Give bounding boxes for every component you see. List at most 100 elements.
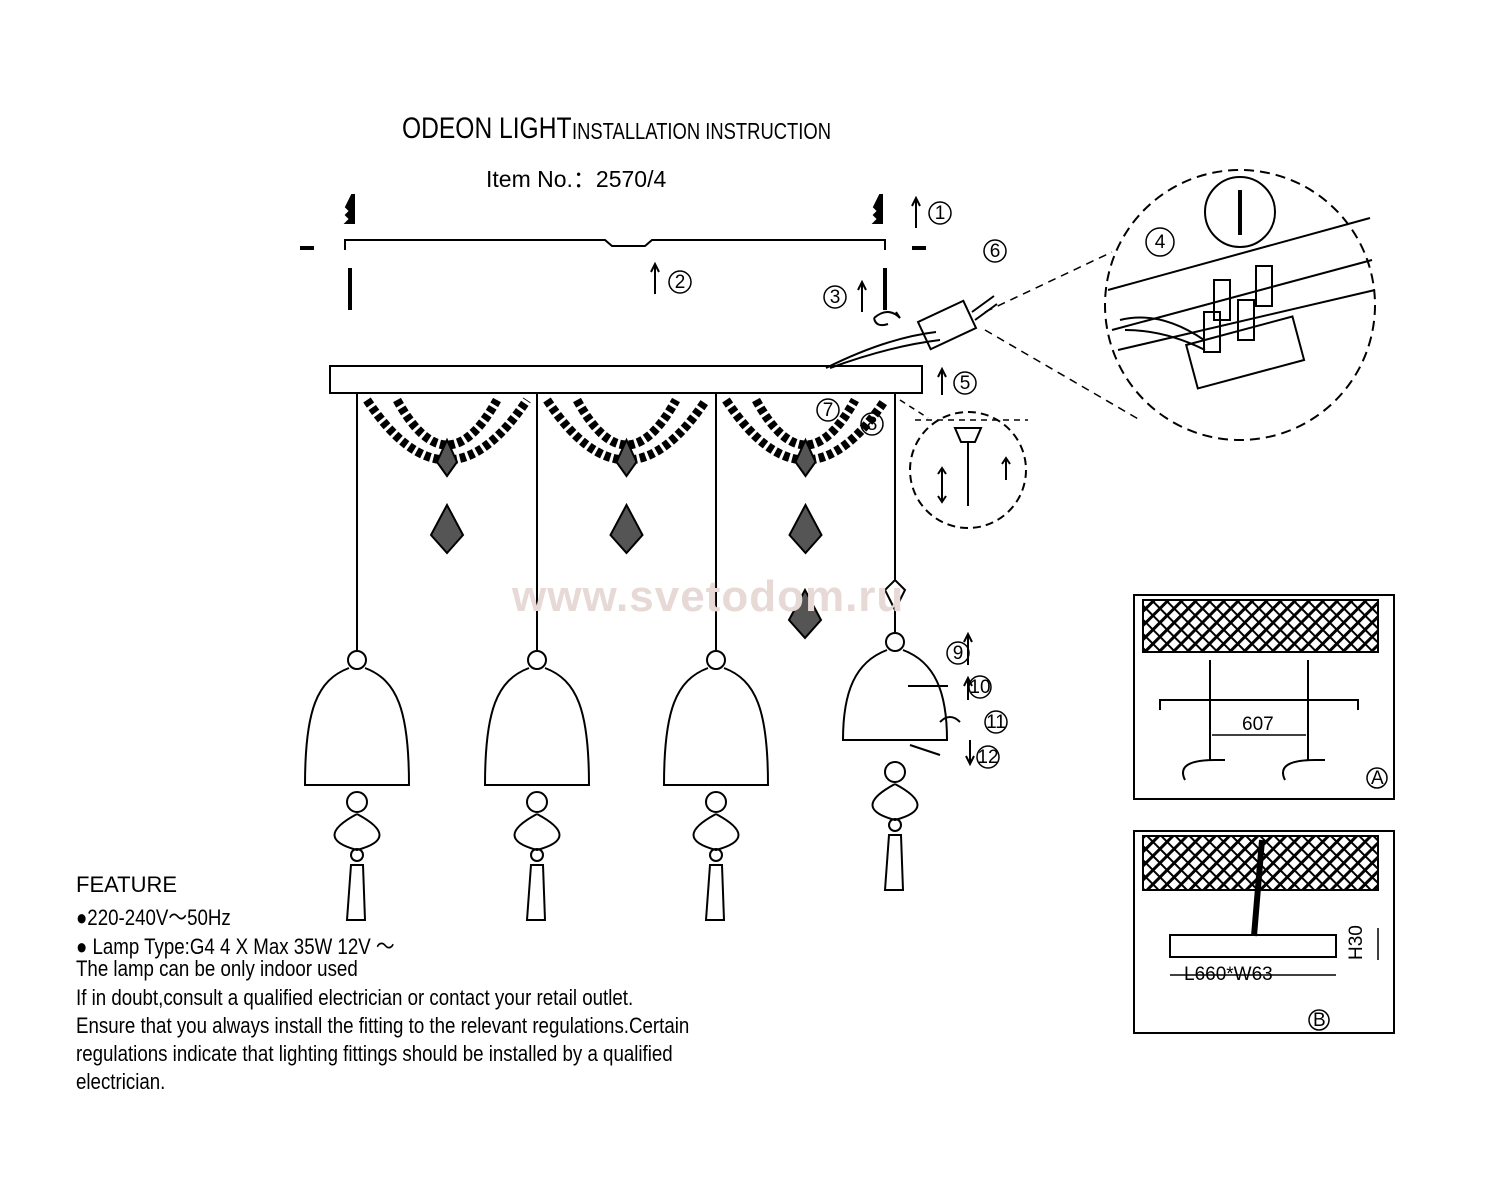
detail-b-panel [1133,830,1395,1034]
dimension-length-width: L660*W63 [1184,964,1273,985]
step-circle [946,641,970,665]
crystal-drop [435,437,459,478]
step-number: 2 [675,272,686,293]
terminal-block [825,251,1141,421]
lamp-shade [841,649,949,741]
crystal-drop [794,437,817,478]
lamp-shade [483,667,591,786]
step-circle [823,285,847,309]
step-circle [968,675,992,699]
bead [705,791,727,813]
canopy [329,365,923,394]
crystal-drop [788,502,823,555]
step-1-marker: 1 [928,201,952,225]
step-number: 7 [823,400,834,421]
ornament [513,813,561,852]
ornament [871,783,919,822]
mounting-bracket [300,194,947,395]
bead [350,848,364,862]
lamp-holder [883,578,907,632]
ornament [333,813,381,852]
lamp-shade [662,667,770,786]
detail-b-label: B [1313,1010,1326,1031]
feature-regulations: Ensure that you always install the fitti… [76,1013,690,1038]
garland-chain [573,397,680,450]
bead [884,761,906,783]
step-8-marker: 8 [860,412,884,436]
bead [530,848,544,862]
step-circle [1145,227,1175,257]
detail-a-label: A [1371,768,1384,789]
step-circle [668,270,692,294]
feature-regulations-2: regulations indicate that lighting fitti… [76,1041,673,1066]
step-11-marker: 11 [984,710,1008,734]
step-12-marker: 12 [976,745,1000,769]
step-number: 1 [935,203,946,224]
feature-lamp-type: ● Lamp Type:G4 4 X Max 35W 12V ～ [76,934,395,959]
crystal-pendant [525,864,547,921]
crystal-garland [363,397,531,555]
bead [526,791,548,813]
step-number: 10 [969,677,990,698]
crystal-pendant [704,864,726,921]
feature-heading: FEATURE [76,872,178,897]
pendant-lamp [483,393,591,921]
step-6-marker: 6 [983,239,1007,263]
brand-title: ODEON LIGHT [402,112,572,145]
step-number: 5 [960,373,971,394]
cable-adjust-detail [899,399,1028,529]
crystal-pendant [883,834,905,891]
step-9-marker: 9 [946,641,970,665]
feature-electrician: electrician. [76,1069,166,1094]
feature-voltage: ●220-240V～50Hz [76,905,231,930]
step-arrows [908,631,975,767]
crystal-garland [722,397,889,555]
crystal-garland [543,397,710,555]
pendant-lamp [303,393,411,921]
step-circle [983,239,1007,263]
ornament [692,813,740,852]
bead [346,791,368,813]
feature-indoor: The lamp can be only indoor used [76,956,358,981]
garland-chain [393,397,501,450]
step-10-marker: 10 [968,675,992,699]
detail-a-panel [1133,594,1395,800]
crystal-drop [787,587,823,640]
bead [888,818,902,832]
shade-cap [885,632,905,652]
crystal-pendant [345,864,367,921]
step-5-marker: 5 [953,371,977,395]
pendant-lamps [303,393,949,921]
step-number: 6 [990,241,1001,262]
garland-chain [752,397,859,450]
bead [709,848,723,862]
step-number: 9 [953,643,964,664]
step-circle [976,745,1000,769]
dimension-height: H30 [1346,925,1367,960]
feature-consult: If in doubt,consult a qualified electric… [76,985,634,1010]
step-2-marker: 2 [668,270,692,294]
step-4-marker: 4 [1145,227,1175,257]
step-circle [953,371,977,395]
wiring-detail-circle [1104,169,1376,441]
dimension-607: 607 [1242,714,1274,735]
pendant-lamp [662,393,770,921]
document-subtitle: INSTALLATION INSTRUCTION [572,118,831,144]
lamp-shade [303,667,411,786]
crystal-drop [615,437,638,478]
step-number: 12 [977,747,998,768]
step-7-marker: 7 [816,398,840,422]
pendant-lamp [841,393,949,891]
step-circle [928,201,952,225]
item-number: Item No.：2570/4 [486,166,667,192]
step-number: 8 [867,414,878,435]
step-number: 3 [830,287,841,308]
step-3-marker: 3 [823,285,847,309]
shade-cap [527,650,547,670]
step-number: 11 [986,712,1006,733]
step-circle [984,710,1008,734]
step-circle [816,398,840,422]
shade-cap [706,650,726,670]
step-circle [860,412,884,436]
